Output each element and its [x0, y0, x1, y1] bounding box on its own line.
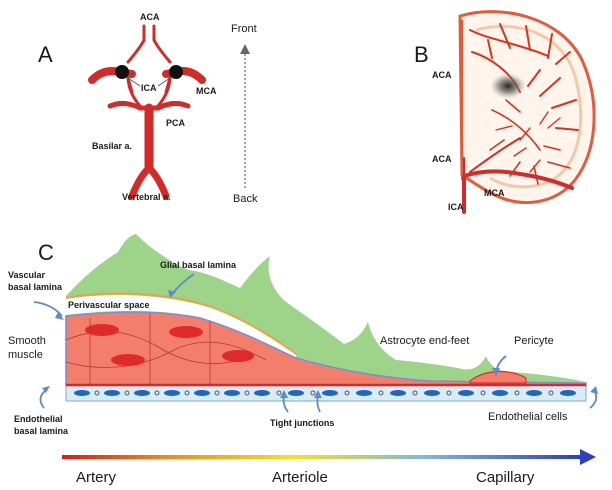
label-smooth-muscle-1: Smooth — [8, 335, 46, 347]
brain-section — [458, 10, 596, 214]
label-mca-b: MCA — [484, 188, 505, 198]
panel-a: A ACA ICA MCA PCA Basilar a. Vertebral a… — [38, 12, 258, 205]
vascular-basal-lamina-line — [65, 292, 297, 355]
muscle-nucleus-2 — [169, 326, 203, 338]
label-ica-a: ICA — [141, 83, 157, 93]
label-pca-a: PCA — [166, 118, 186, 128]
label-endothelial-basal-lamina-1: Endothelial — [14, 414, 63, 424]
label-smooth-muscle-2: muscle — [8, 349, 43, 361]
ica-right-node — [169, 65, 183, 79]
panel-c: C — [8, 234, 598, 436]
label-arteriole: Arteriole — [272, 469, 328, 486]
label-pericyte: Pericyte — [514, 335, 554, 347]
gradient-arrowhead — [580, 449, 596, 465]
panel-b: B ACA ACA MCA ICA — [414, 10, 596, 214]
muscle-nucleus-4 — [222, 350, 254, 362]
circle-of-willis — [88, 24, 206, 200]
lesion-shadow — [490, 73, 526, 99]
pericyte-cell — [469, 371, 527, 384]
panel-letter-b: B — [414, 42, 429, 67]
label-basilar: Basilar a. — [92, 141, 132, 151]
panel-letter-c: C — [38, 240, 54, 265]
pointer-arrows — [33, 273, 598, 413]
label-astrocyte-end-feet: Astrocyte end-feet — [380, 335, 469, 347]
vessel-wall-diagram — [65, 234, 587, 402]
label-aca-b-top: ACA — [432, 70, 452, 80]
label-front: Front — [231, 23, 257, 35]
label-endothelial-basal-lamina-2: basal lamina — [14, 426, 69, 436]
label-mca-a: MCA — [196, 86, 217, 96]
label-vascular-basal-lamina-1: Vascular — [8, 270, 46, 280]
endothelial-nuclei — [74, 390, 576, 396]
label-back: Back — [233, 193, 258, 205]
front-back-arrow — [240, 44, 250, 188]
label-tight-junctions: Tight junctions — [270, 418, 334, 428]
tight-junction-marks — [94, 390, 554, 396]
vessel-type-scale: Artery Arteriole Capillary — [62, 449, 596, 486]
label-glial-basal-lamina: Glial basal lamina — [160, 260, 237, 270]
label-vascular-basal-lamina-2: basal lamina — [8, 282, 63, 292]
muscle-nucleus-1 — [85, 324, 119, 336]
label-artery: Artery — [76, 469, 117, 486]
panel-letter-a: A — [38, 42, 53, 67]
label-endothelial-cells: Endothelial cells — [488, 411, 568, 423]
label-aca-a: ACA — [140, 12, 160, 22]
label-ica-b: ICA — [448, 202, 464, 212]
label-capillary: Capillary — [476, 469, 535, 486]
label-perivascular-space: Perivascular space — [68, 300, 150, 310]
gradient-bar — [62, 455, 582, 459]
perivascular-space — [66, 295, 296, 360]
muscle-nucleus-3 — [111, 354, 145, 366]
ica-left-node — [115, 65, 129, 79]
label-vertebral: Vertebral a. — [122, 192, 171, 202]
label-aca-b-bottom: ACA — [432, 154, 452, 164]
